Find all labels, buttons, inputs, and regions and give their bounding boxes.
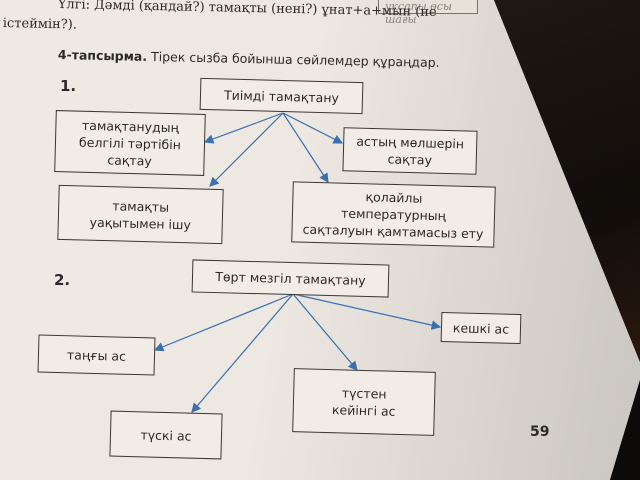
arrow-2b — [292, 293, 442, 330]
top-text-strip: ұқсапы өсы шағы — [378, 0, 478, 26]
arrow-2a — [153, 293, 294, 352]
diagram-1-node-schedule: тамақтанудың белгілі тәртібін сақтау — [54, 110, 206, 176]
page-number: 59 — [530, 424, 550, 440]
arrow-2d — [191, 293, 294, 413]
arrow-1d — [282, 112, 329, 184]
diagram-1-node-temperature: қолайлы температурның сақталуын қамтамас… — [291, 181, 496, 248]
diagram-1-node-ontime: тамақты уақытымен ішу — [57, 184, 224, 245]
diagram-1-center-box: Тиімді тамақтану — [199, 77, 364, 115]
diagram-2-node-breakfast: таңғы ас — [37, 334, 156, 376]
arrow-1a — [203, 112, 284, 144]
diagram-2-number: 2. — [54, 271, 71, 289]
arrow-1c — [209, 112, 284, 187]
diagram-2-node-afternoon: түстен кейінгі ас — [292, 368, 436, 436]
diagram-2-node-dinner: кешкі ас — [440, 311, 522, 345]
diagram-1-node-portion: астың мөлшерін сақтау — [342, 127, 478, 175]
arrow-2c — [292, 293, 358, 371]
diagram-1-number: 1. — [60, 77, 77, 95]
arrow-1b — [282, 112, 344, 144]
diagram-2-center-box: Төрт мезгіл тамақтану — [191, 259, 390, 298]
diagram-2-node-lunch: түскі ас — [109, 410, 223, 460]
